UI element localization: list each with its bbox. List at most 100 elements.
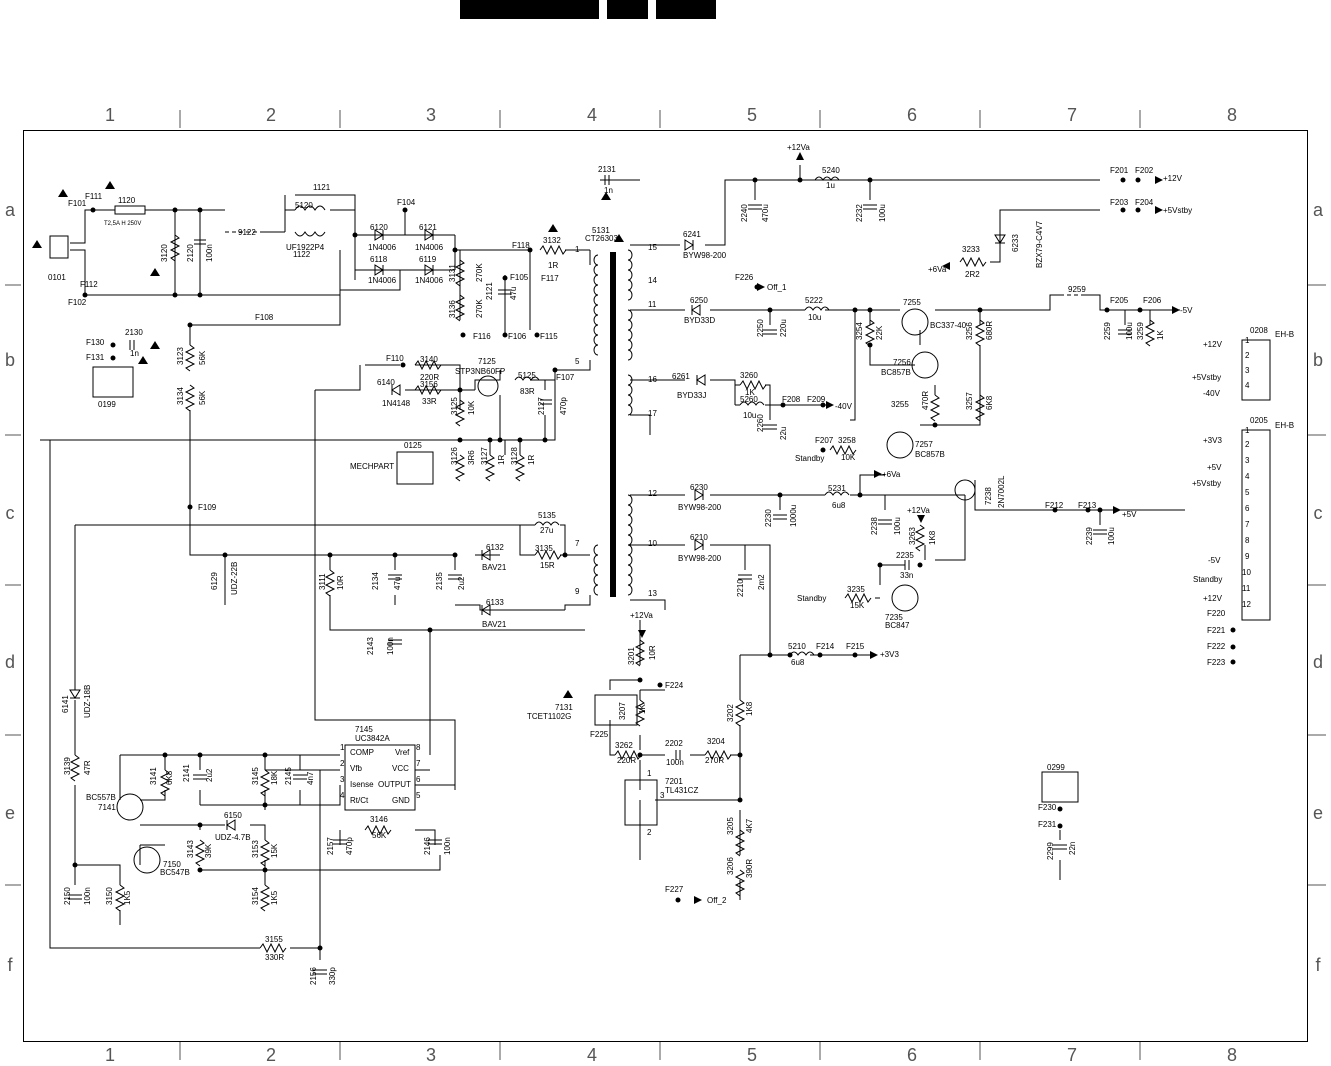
grid-ticks [5, 110, 1326, 1060]
c2131: 2131 [598, 165, 616, 174]
c2239: 2239 [1085, 527, 1094, 545]
ic-7145-body [344, 744, 416, 811]
net-f206: F206 [1143, 296, 1162, 305]
net-p3v3: +3V3 [880, 650, 899, 659]
con0205-pin-2: 2 [1245, 440, 1250, 449]
net-f201: F201 [1110, 166, 1129, 175]
mech-0299: 0299 [1047, 763, 1065, 772]
d6121-type: 1N4006 [415, 243, 444, 252]
r3136: 3136 [448, 300, 457, 318]
net-f116: F116 [473, 332, 491, 341]
r3128: 3128 [510, 447, 519, 465]
net-f212: F212 [1045, 501, 1064, 510]
connector-0101: 0101 [48, 273, 66, 282]
d6132: 6132 [486, 543, 504, 552]
pin-11: 11 [648, 300, 657, 309]
con0205-sig-9: -5V [1208, 556, 1221, 565]
r3131-value: 270K [475, 263, 484, 282]
symbols [49, 175, 1271, 975]
l5260-value: 10u [743, 411, 756, 420]
net-f209: F209 [807, 395, 826, 404]
pin-13: 13 [648, 589, 657, 598]
choke-5120: 5120 [295, 201, 313, 210]
row-label-e-r: e [1312, 803, 1323, 823]
z6150: 6150 [224, 811, 242, 820]
warning-icon [563, 690, 573, 698]
col-label-5b: 5 [746, 1045, 757, 1065]
net-f104: F104 [397, 198, 416, 207]
z6150-type: UDZ-4.7B [215, 833, 251, 842]
choke-1121: 1121 [313, 183, 331, 192]
net-f117: F117 [541, 274, 559, 283]
c2134: 2134 [371, 572, 380, 590]
net-f215: F215 [846, 642, 865, 651]
net-standby-1: Standby [795, 454, 824, 463]
c2127: 2127 [537, 397, 546, 415]
ic-pin-4: 4 [340, 791, 345, 800]
c2230: 2230 [764, 509, 773, 527]
r3254-value: 22K [875, 325, 884, 340]
col-label-7: 7 [1066, 105, 1077, 125]
d6120: 6120 [370, 223, 388, 232]
r3126-value: 3R6 [467, 450, 476, 465]
pin-15: 15 [648, 243, 657, 252]
c2143-value: 100n [386, 637, 395, 655]
con0205-sig-12: +12V [1203, 594, 1223, 603]
con0205-sig-3: +5V [1207, 463, 1222, 472]
r3139-value: 47R [83, 760, 92, 775]
d6118-type: 1N4006 [368, 276, 397, 285]
net-f112: F112 [80, 280, 98, 289]
r3155-value: 330R [265, 953, 284, 962]
col-label-3: 3 [425, 105, 436, 125]
con0205-pin-1: 1 [1245, 426, 1250, 435]
r3111: 3111 [318, 573, 327, 590]
c2141-value: 2u2 [205, 768, 214, 782]
link-9122: 9122 [238, 228, 256, 237]
q7255: 7255 [903, 298, 921, 307]
col-label-4b: 4 [586, 1045, 597, 1065]
ic-pin-1: 1 [340, 743, 345, 752]
ic-pin-2: 2 [340, 759, 345, 768]
ic-pin-8: 8 [416, 743, 421, 752]
c2134-value: 47u [393, 577, 402, 590]
r3256: 3256 [965, 322, 974, 340]
col-label-2b: 2 [265, 1045, 276, 1065]
c2202: 2202 [665, 739, 683, 748]
d6210-type: BYW98-200 [678, 554, 722, 563]
col-label-6b: 6 [906, 1045, 917, 1065]
net-f102: F102 [68, 298, 87, 307]
col-label-1b: 1 [104, 1045, 115, 1065]
r3255: 3255 [891, 400, 909, 409]
c2130-value: 1n [130, 349, 139, 358]
r3127: 3127 [480, 447, 489, 465]
con0205-pin-10: 10 [1242, 568, 1251, 577]
row-label-c: c [5, 503, 15, 523]
con0205-sig-10: Standby [1193, 575, 1222, 584]
con0205-type: EH-B [1275, 421, 1294, 430]
net-f230: F230 [1038, 803, 1057, 812]
con0205-pin-11: 11 [1242, 584, 1251, 593]
r3206: 3206 [726, 857, 735, 875]
net-p5vstby: +5Vstby [1163, 206, 1192, 215]
con0208-pin-1: 1 [1245, 336, 1250, 345]
d6241-type: BYW98-200 [683, 251, 727, 260]
z6233: 6233 [1011, 234, 1020, 252]
r3235-value: 15K [850, 601, 865, 610]
l5125: 5125 [518, 371, 536, 380]
net-f227: F227 [665, 885, 684, 894]
d6121: 6121 [419, 223, 437, 232]
d6210: 6210 [690, 533, 708, 542]
l5135-value: 27u [540, 526, 553, 535]
c2121-value: 47u [509, 287, 518, 300]
ic7201-pin-2: 2 [647, 828, 652, 837]
con0205-pin-12: 12 [1242, 600, 1251, 609]
r3205-value: 4K7 [745, 818, 754, 833]
r3235: 3235 [847, 585, 865, 594]
con0205-pin-6: 6 [1245, 504, 1250, 513]
col-label-6: 6 [906, 105, 917, 125]
con0205-pin-3: 3 [1245, 456, 1250, 465]
net-p6va-2: +6Va [882, 470, 901, 479]
row-label-f-r: f [1315, 955, 1321, 975]
r3126: 3126 [450, 447, 459, 465]
col-label-4: 4 [586, 105, 597, 125]
